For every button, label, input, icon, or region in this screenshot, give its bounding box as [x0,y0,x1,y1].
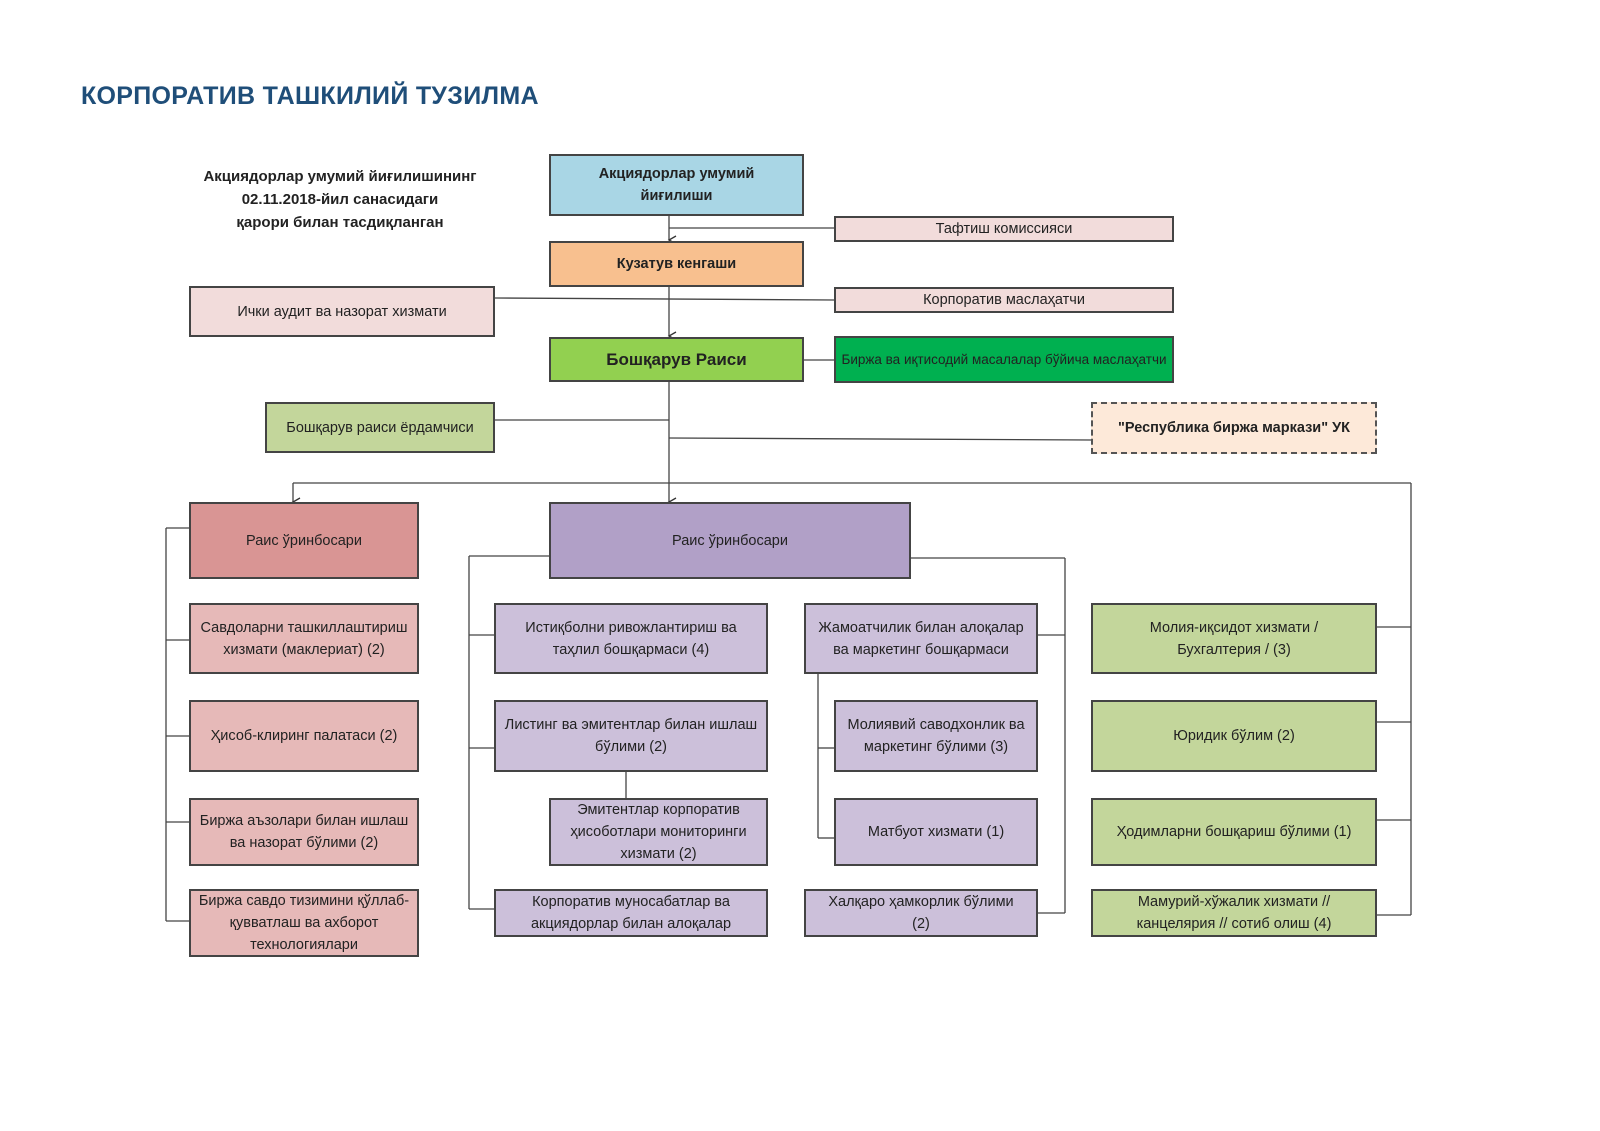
audit-commission-box: Тафтиш комиссияси [834,216,1174,242]
members-control-department-box: Биржа аъзолари билан ишлаш ва назорат бў… [189,798,419,866]
trade-system-support-box: Биржа савдо тизимини қўллаб-қувватлаш ва… [189,889,419,957]
line-exchange-center [668,437,1092,441]
clearing-house-box: Ҳисоб-клиринг палатаси (2) [189,700,419,772]
corporate-relations-box: Корпоратив муносабатлар ва акциядорлар б… [494,889,768,937]
approval-line-3: қарори билан тасдиқланган [236,214,444,231]
republic-exchange-center-box: "Республика биржа маркази" УК [1091,402,1377,454]
shareholders-meeting-box: Акциядорлар умумий йиғилиши [549,154,804,216]
page-title: КОРПОРАТИВ ТАШКИЛИЙ ТУЗИЛМА [81,82,539,110]
approval-note: Акциядорлар умумий йиғилишининг 02.11.20… [170,165,510,234]
chairman-assistant-box: Бошқарув раиси ёрдамчиси [265,402,495,453]
supervisory-board-box: Кузатув кенгаши [549,241,804,287]
public-relations-marketing-box: Жамоатчилик билан алоқалар ва маркетинг … [804,603,1038,674]
exchange-advisor-box: Биржа ва иқтисодий масалалар бўйича масл… [834,336,1174,383]
administrative-service-box: Мамурий-хўжалик хизмати // канцелярия //… [1091,889,1377,937]
hr-department-box: Ҳодимларни бошқариш бўлими (1) [1091,798,1377,866]
internal-audit-box: Ички аудит ва назорат хизмати [189,286,495,337]
listing-issuers-department-box: Листинг ва эмитентлар билан ишлаш бўлими… [494,700,768,772]
line-internal-audit-consultant [494,297,835,301]
corporate-consultant-box: Корпоратив маслаҳатчи [834,287,1174,313]
legal-department-box: Юридик бўлим (2) [1091,700,1377,772]
chairman-box: Бошқарув Раиси [549,337,804,382]
financial-literacy-department-box: Молиявий саводхонлик ва маркетинг бўлими… [834,700,1038,772]
finance-accounting-service-box: Молия-иқсидот хизмати /Бухгалтерия / (3) [1091,603,1377,674]
approval-line-1: Акциядорлар умумий йиғилишининг [203,168,477,185]
approval-line-2: 02.11.2018-йил санасидаги [241,191,439,208]
deputy-chairman-left-box: Раис ўринбосари [189,502,419,579]
deputy-chairman-center-box: Раис ўринбосари [549,502,911,579]
strategic-development-box: Истиқболни ривожлантириш ва таҳлил бошқа… [494,603,768,674]
international-cooperation-box: Халқаро ҳамкорлик бўлими (2) [804,889,1038,937]
issuers-monitoring-service-box: Эмитентлар корпоратив ҳисоботлари монито… [549,798,768,866]
trade-organization-service-box: Савдоларни ташкиллаштириш хизмати (макле… [189,603,419,674]
press-service-box: Матбуот хизмати (1) [834,798,1038,866]
